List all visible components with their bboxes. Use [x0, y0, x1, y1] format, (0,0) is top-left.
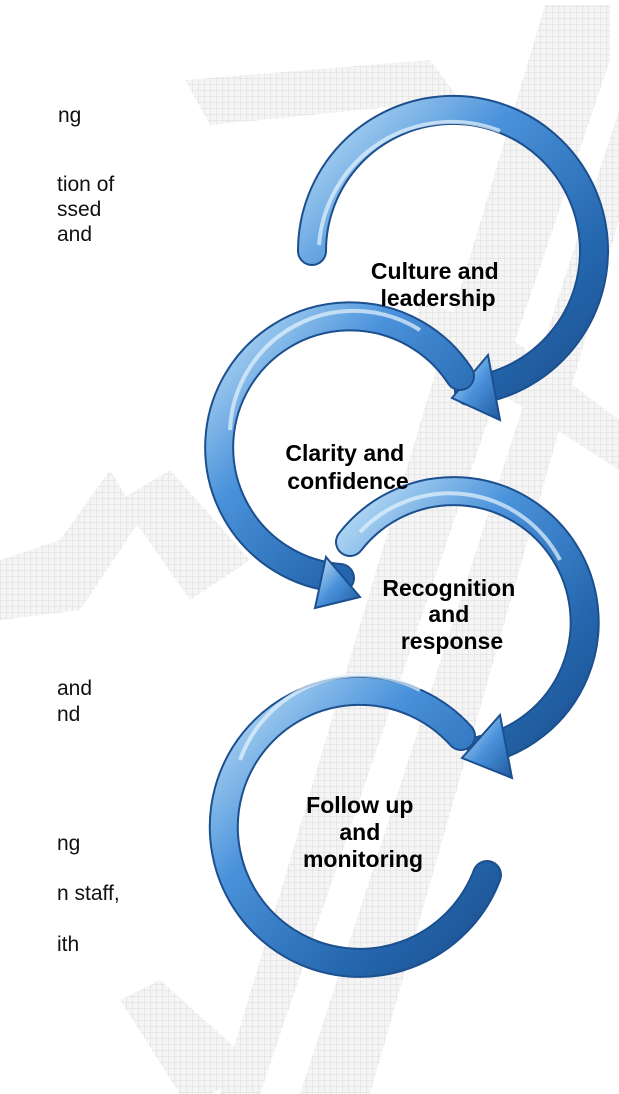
- ring-arrow-follow-up: [208, 673, 502, 978]
- watermark-stroke: [140, 5, 610, 1094]
- watermark-stroke: [0, 470, 140, 620]
- ring-arrow-clarity: [204, 301, 475, 610]
- step-label-culture: Culture and leadership: [371, 258, 505, 311]
- watermark-stroke: [185, 60, 460, 125]
- body-text-fragment: n staff,: [57, 882, 120, 905]
- watermark-stroke: [120, 980, 260, 1094]
- body-text-fragment: and: [57, 677, 93, 700]
- body-text-fragment: ng: [57, 832, 81, 855]
- step-label-recognition: Recognition and response: [382, 575, 521, 654]
- body-text-fragment: ith: [57, 933, 80, 956]
- step-label-follow-up: Follow up and monitoring: [303, 792, 423, 872]
- ring-arrow-culture: [297, 94, 609, 422]
- body-text-fragment: ng: [58, 104, 82, 127]
- body-text-fragment: and: [57, 223, 93, 246]
- watermark-stroke: [120, 470, 250, 600]
- body-text-fragment: nd: [57, 703, 81, 726]
- step-label-clarity: Clarity and confidence: [285, 440, 410, 494]
- body-text-fragment: ssed: [57, 198, 102, 221]
- ring-arrow-recognition: [335, 476, 600, 780]
- body-text-fragment: tion of: [57, 173, 115, 196]
